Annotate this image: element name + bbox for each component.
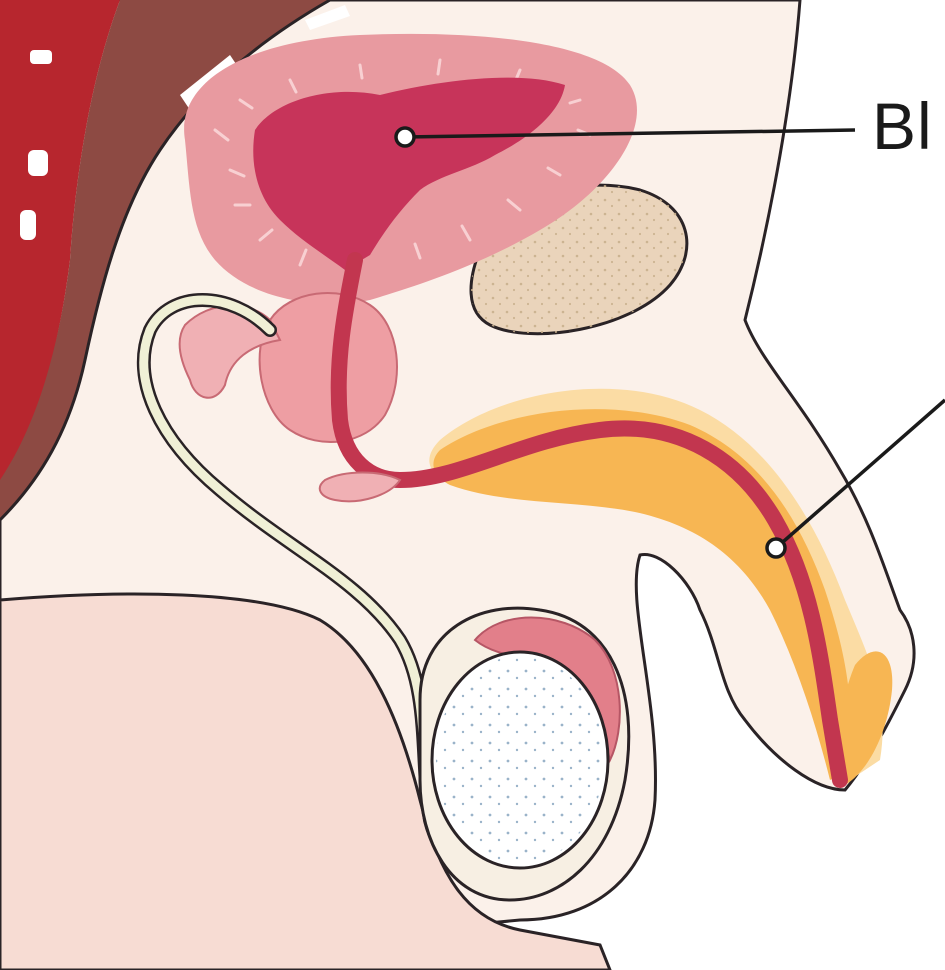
testis-texture (436, 656, 604, 864)
bladder-label: Bl (872, 88, 933, 164)
urethra-marker (767, 539, 785, 557)
bladder-marker (396, 128, 414, 146)
prostate (260, 293, 397, 442)
